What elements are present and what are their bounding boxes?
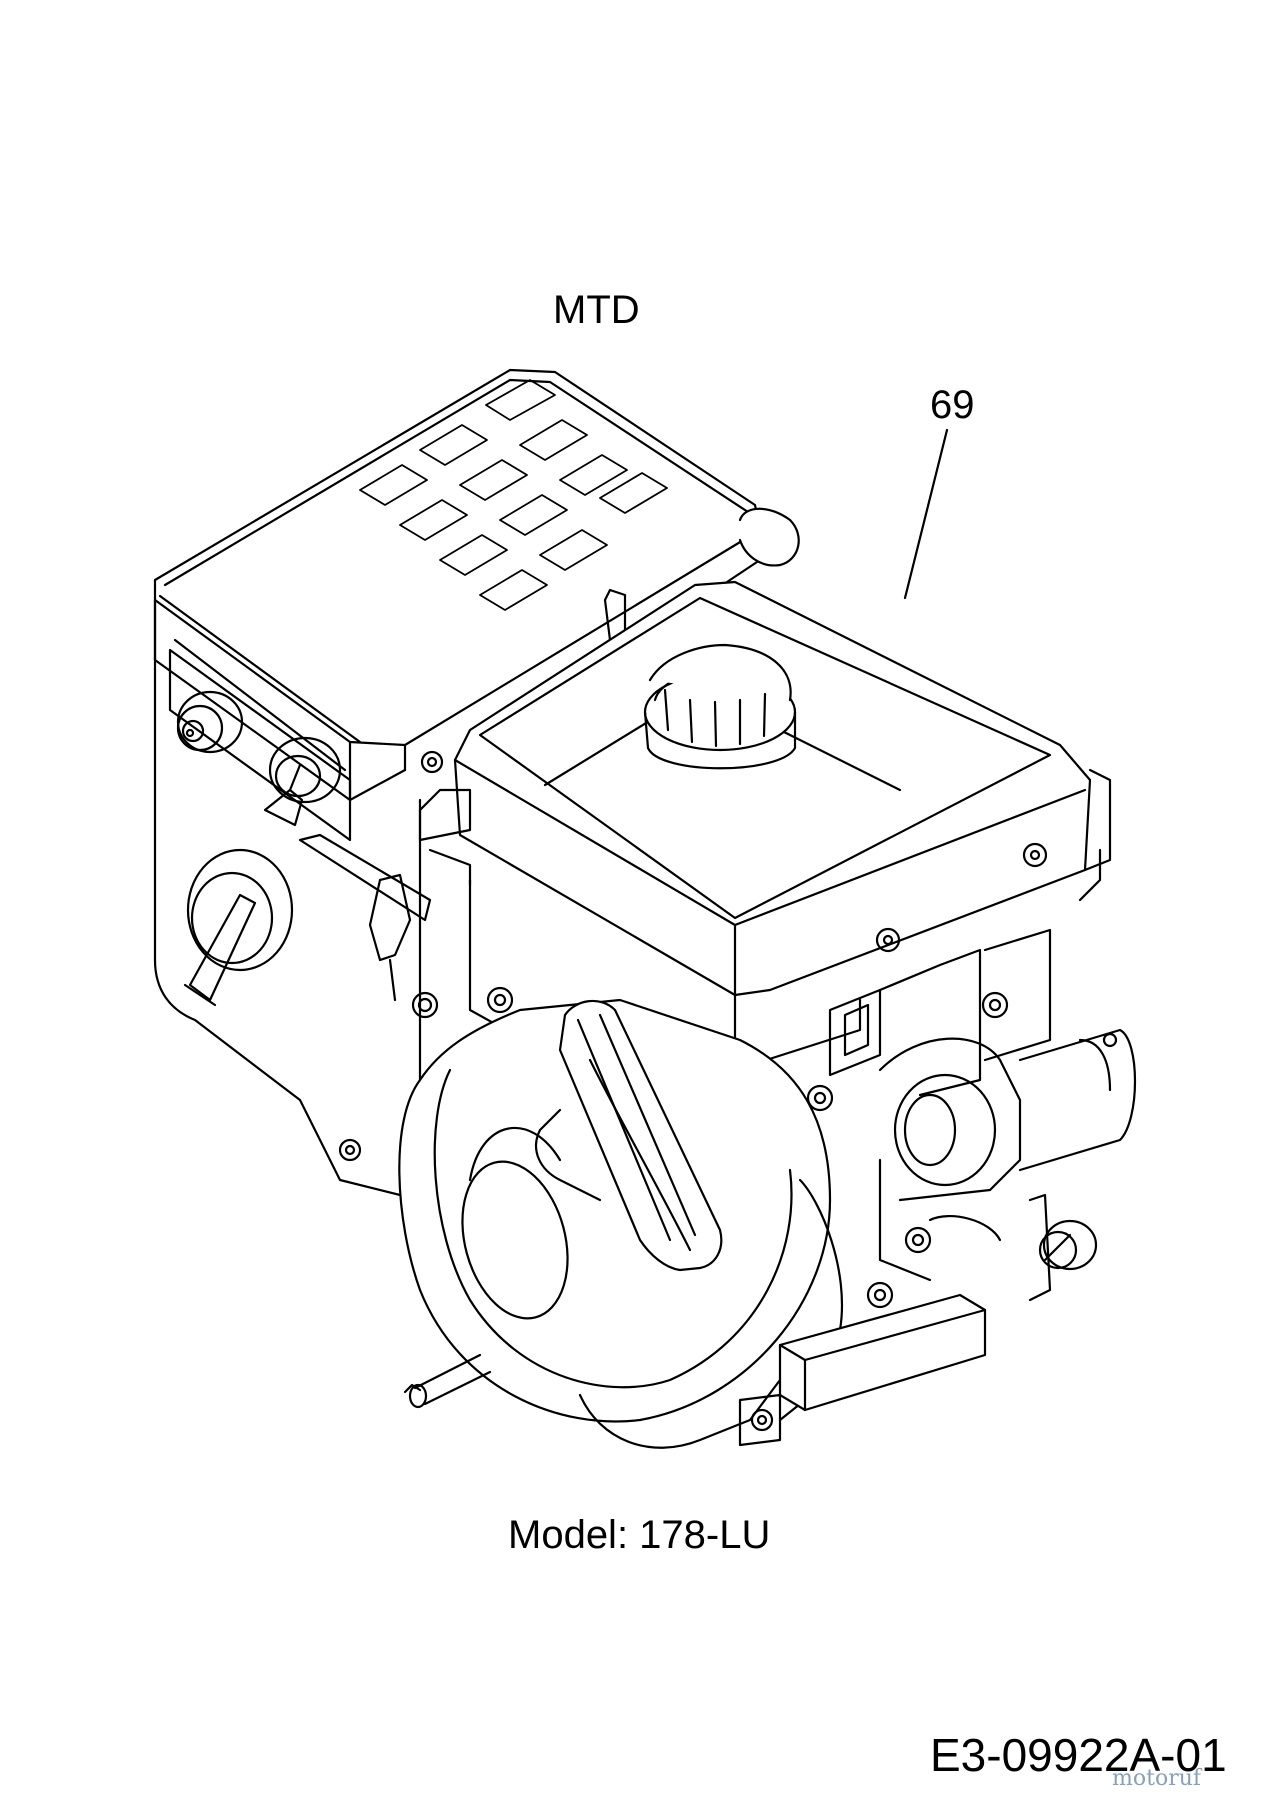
engine-side-panel: [155, 600, 437, 1200]
model-caption: Model: 178-LU: [508, 1513, 771, 1557]
crankshaft-icon: [405, 1355, 490, 1407]
fuel-valve-icon: [185, 850, 292, 1005]
engine-right-side: [868, 1030, 1135, 1307]
reference-code: E3-09922A-01: [930, 1729, 1227, 1781]
choke-knob-icon: [178, 692, 242, 752]
watermark-logo: motoruf: [1112, 1766, 1202, 1791]
callout-number: 69: [930, 383, 975, 427]
fuel-cap-icon: [645, 645, 795, 768]
callout-leader-line: [905, 430, 947, 598]
recoil-starter: [399, 1000, 842, 1448]
throttle-lever-icon: [300, 835, 430, 1000]
brand-label: MTD: [553, 288, 640, 332]
air-filter-vents: [360, 380, 667, 610]
air-filter-cover: [155, 370, 799, 800]
engine-base: [740, 1295, 985, 1445]
tank-bolts: [422, 752, 1046, 951]
starter-handle-icon: [536, 1001, 721, 1270]
ignition-switch-icon: [265, 738, 340, 825]
fuel-tank: [420, 582, 1110, 995]
